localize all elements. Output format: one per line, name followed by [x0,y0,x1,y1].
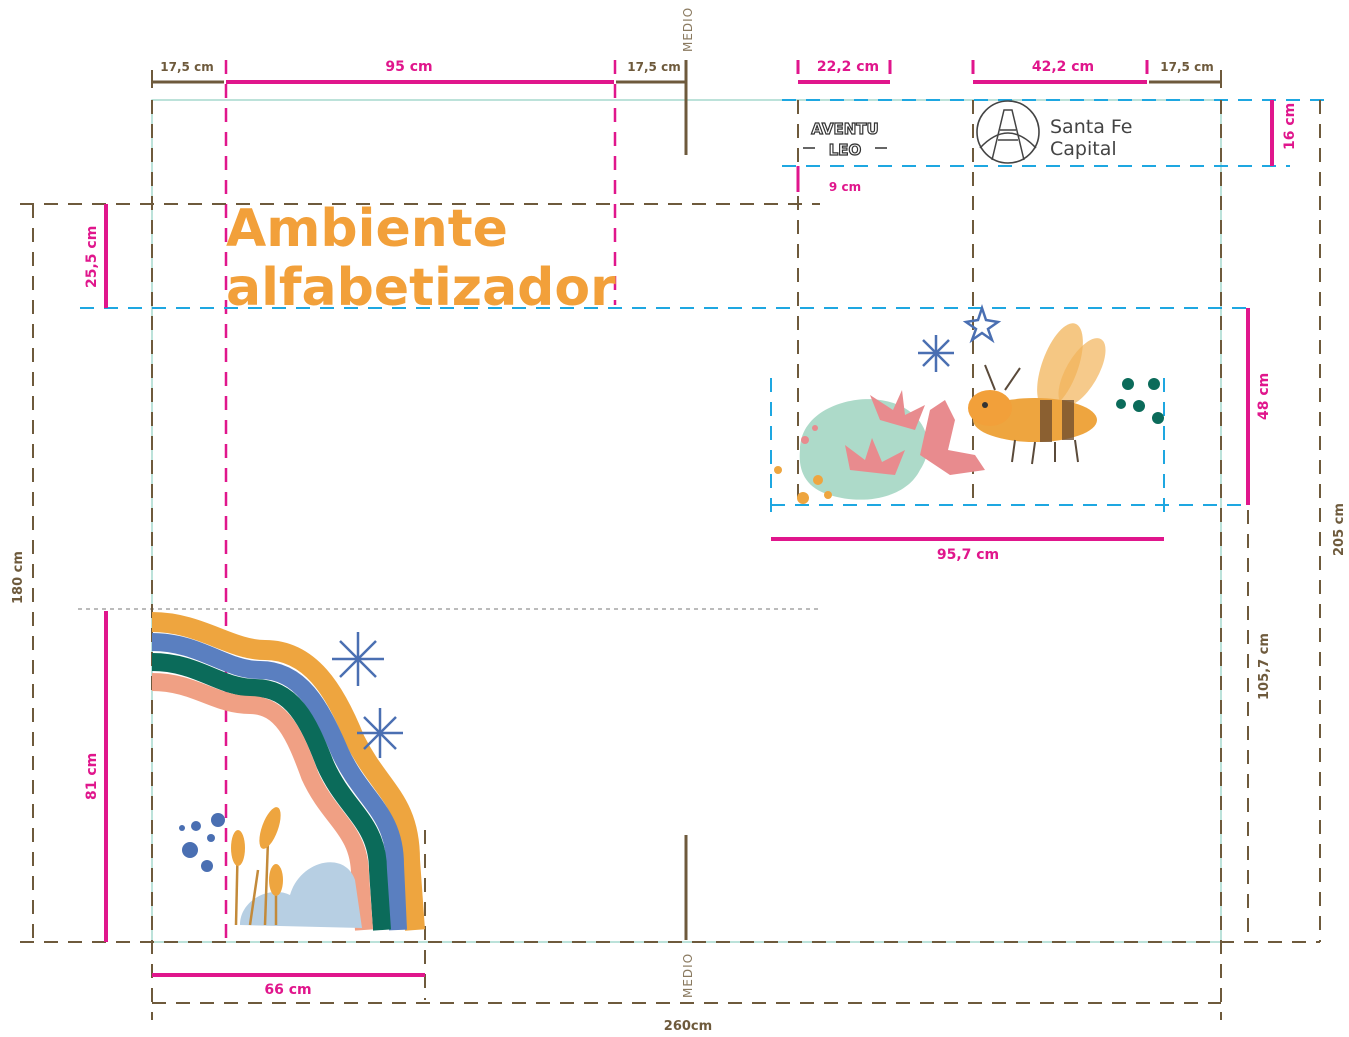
top-dimension-bar: 17,5 cm 95 cm 17,5 cm 22,2 cm 42,2 cm 17… [151,7,1222,155]
dim-bee-width: 95,7 cm [937,547,999,563]
dim-bee-height: 48 cm [1256,373,1272,420]
rainbow-illustration [151,612,425,931]
dim-logo-gap-marker: 9 cm [796,166,861,194]
aventuleo-line2: LEO [829,141,862,159]
dim-logo-gap: 9 cm [829,180,861,194]
santa-fe-emblem-icon [976,100,1040,164]
dim-logo2-width: 42,2 cm [1032,59,1094,75]
title-line2: alfabetizador [226,258,616,318]
dim-overall-height-left: 180 cm [11,551,26,604]
dim-rainbow-width-marker: 66 cm [152,973,425,998]
dim-right-margin-top: 17,5 cm [1160,60,1213,74]
santa-fe-line2: Capital [1050,138,1117,160]
dim-logo-height: 16 cm [1282,103,1298,150]
title-line1: Ambiente [226,199,508,259]
dim-rainbow-width: 66 cm [264,982,311,998]
medio-bottom-marker: MEDIO [681,835,695,998]
dim-logo-height-marker: 16 cm [1270,100,1298,166]
dim-title-height-marker: 25,5 cm [84,204,108,308]
page-title: Ambiente alfabetizador [226,199,616,318]
dim-bee-width-marker: 95,7 cm [771,537,1164,563]
dim-rainbow-height: 81 cm [84,753,100,800]
dim-overall-height-right: 205 cm [1332,503,1347,556]
dim-left-margin-top: 17,5 cm [160,60,213,74]
aventuleo-line1: AVENTU [811,120,878,138]
santa-fe-logo: Santa Fe Capital [976,100,1132,164]
medio-top-label: MEDIO [681,7,695,52]
dim-bee-bottom-offset: 105,7 cm [1257,633,1272,700]
dim-rainbow-height-marker: 81 cm [84,611,108,942]
aventuleo-logo: AVENTU LEO [803,119,887,160]
guide-lines [20,60,1330,1020]
santa-fe-line1: Santa Fe [1050,116,1132,138]
medio-bottom-label: MEDIO [681,953,695,998]
dim-title-width: 95 cm [385,59,432,75]
bee-illustration [774,304,1164,504]
dim-bee-height-marker: 48 cm [1246,308,1272,505]
dim-overall-width: 260cm [664,1019,712,1034]
dim-title-height: 25,5 cm [84,226,100,288]
dim-middle-margin-top: 17,5 cm [627,60,680,74]
dim-logo1-width: 22,2 cm [817,59,879,75]
